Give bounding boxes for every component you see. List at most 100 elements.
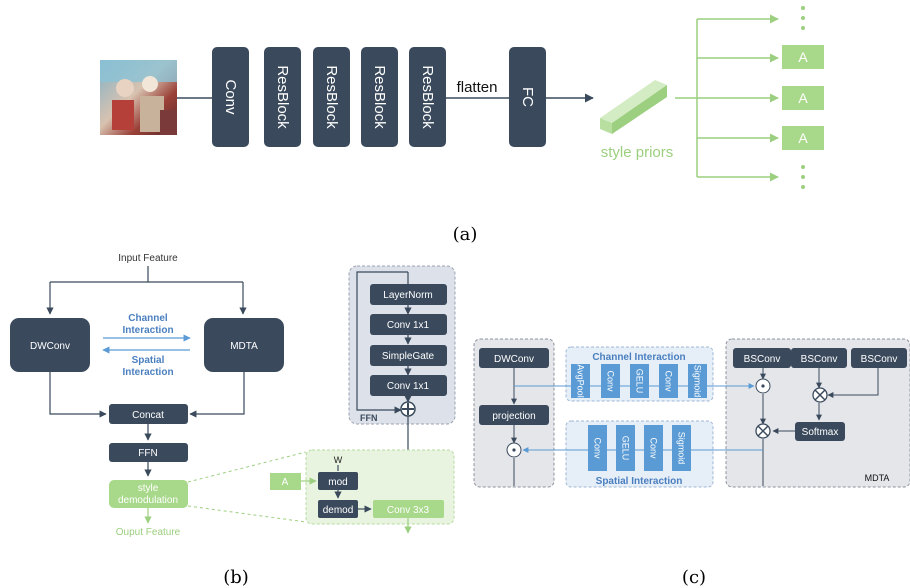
dwconv-block: DWConv (10, 318, 90, 372)
w-label: W (334, 455, 343, 465)
ffn-conv1x1-a: Conv 1x1 (370, 314, 447, 335)
ffn-conv1x1-a-label: Conv 1x1 (387, 320, 430, 331)
style-demod-label-1: style (138, 483, 159, 494)
ffn-detail-label: FFN (360, 413, 378, 423)
bsconv-2-label: BSConv (801, 354, 838, 365)
dot-product-icon (506, 442, 522, 458)
ffn-label: FFN (138, 448, 157, 459)
fc-block: FC (509, 47, 546, 147)
style-priors-label: style priors (601, 144, 674, 161)
fan-out-lines (675, 14, 779, 182)
style-demod-block: style demodulation (109, 480, 188, 508)
mdta-label: MDTA (230, 341, 258, 352)
bsconv-1: BSConv (733, 348, 791, 368)
a-input-block: A (270, 473, 301, 490)
input-image (100, 60, 177, 135)
bsconv-1-label: BSConv (744, 354, 781, 365)
plus-icon (400, 401, 416, 417)
a-block-3-label: A (798, 130, 808, 146)
resblock-3: ResBlock (361, 47, 398, 147)
conv3x3-label: Conv 3x3 (387, 505, 430, 516)
caption-c: (c) (682, 567, 706, 588)
conv-block-label: Conv (222, 79, 239, 115)
multiply-icon (812, 387, 828, 403)
a-block-1: A (782, 45, 824, 69)
concat-lines (49, 372, 245, 477)
sp-gelu-label: GELU (621, 436, 631, 461)
resblock-4: ResBlock (409, 47, 446, 147)
dot-product-icon (755, 378, 771, 394)
bsconv-3: BSConv (851, 348, 907, 368)
ch-conv-a: Conv (601, 364, 620, 398)
ch-avgpool: AvgPool (571, 364, 590, 398)
c-dark-lines (511, 368, 879, 486)
ffn-conv1x1-b: Conv 1x1 (370, 375, 447, 396)
a-block-2: A (782, 86, 824, 110)
bsconv-3-label: BSConv (861, 354, 898, 365)
ffn-simplegate-label: SimpleGate (382, 351, 435, 362)
a-block-2-label: A (798, 90, 808, 106)
ellipsis-dots (801, 6, 805, 189)
sp-conv-b-label: Conv (649, 437, 659, 459)
ch-conv-b: Conv (659, 364, 678, 398)
a-block-1-label: A (798, 49, 808, 65)
resblock-2: ResBlock (313, 47, 350, 147)
demod-detail-panel: W A mod demod Conv 3x3 (270, 449, 455, 534)
ffn-detail-panel: FFN LayerNorm Conv 1x1 SimpleGate (348, 265, 456, 499)
ffn-simplegate: SimpleGate (370, 345, 447, 366)
softmax-block: Softmax (795, 422, 845, 441)
dwconv-label: DWConv (30, 341, 70, 352)
resblock-4-label: ResBlock (419, 65, 436, 129)
panel-a: Conv ResBlock ResBlock ResBlock ResBlock… (100, 6, 824, 245)
channel-interaction-label-1: Channel (128, 313, 168, 324)
spatial-interaction-label-2: Interaction (122, 367, 173, 378)
concat-label: Concat (132, 410, 164, 421)
sp-conv-b: Conv (644, 425, 663, 471)
sp-conv-a-label: Conv (593, 437, 603, 459)
sp-conv-a: Conv (588, 425, 607, 471)
caption-b: (b) (223, 567, 249, 588)
c-dwconv-block: DWConv (479, 348, 549, 368)
panel-b: Input Feature DWConv MDTA Channel Intera… (10, 253, 456, 588)
ch-avgpool-label: AvgPool (576, 364, 586, 397)
resblock-2-label: ResBlock (323, 65, 340, 129)
mdta-group (725, 338, 910, 488)
style-demod-label-2: demodulation (118, 495, 178, 506)
softmax-label: Softmax (802, 427, 839, 438)
a-input-label: A (282, 477, 289, 488)
concat-block: Concat (109, 404, 188, 424)
output-feature-label: Ouput Feature (116, 527, 181, 538)
multiply-icon (755, 423, 771, 439)
ch-sigmoid: Sigmoid (688, 364, 707, 398)
channel-interaction-label-2: Interaction (122, 325, 173, 336)
demod-label: demod (323, 505, 354, 516)
demod-block: demod (318, 500, 358, 518)
ffn-conv1x1-b-label: Conv 1x1 (387, 381, 430, 392)
fc-block-label: FC (519, 87, 536, 107)
conv-block: Conv (212, 47, 249, 147)
ffn-block: FFN (109, 443, 188, 462)
sp-sigmoid-label: Sigmoid (677, 432, 687, 465)
c-projection-block: projection (479, 405, 549, 425)
ch-gelu: GELU (630, 364, 649, 398)
sp-gelu: GELU (616, 425, 635, 471)
ch-gelu-label: GELU (635, 369, 645, 394)
conv3x3-block: Conv 3x3 (373, 500, 444, 518)
mdta-block: MDTA (204, 318, 284, 372)
resblock-1-label: ResBlock (274, 65, 291, 129)
mdta-group-label: MDTA (865, 473, 890, 483)
mod-label: mod (328, 477, 347, 488)
channel-interaction-title: Channel Interaction (592, 352, 685, 363)
resblock-3-label: ResBlock (371, 65, 388, 129)
ffn-layernorm: LayerNorm (370, 284, 447, 305)
ffn-layernorm-label: LayerNorm (383, 290, 432, 301)
input-feature-label: Input Feature (118, 253, 178, 264)
callout-lines (187, 451, 307, 523)
resblock-1: ResBlock (264, 47, 301, 147)
caption-a: (a) (453, 224, 478, 245)
bsconv-2: BSConv (791, 348, 847, 368)
c-projection-label: projection (492, 411, 535, 422)
style-priors-prism (600, 80, 667, 134)
c-dwconv-label: DWConv (494, 354, 534, 365)
